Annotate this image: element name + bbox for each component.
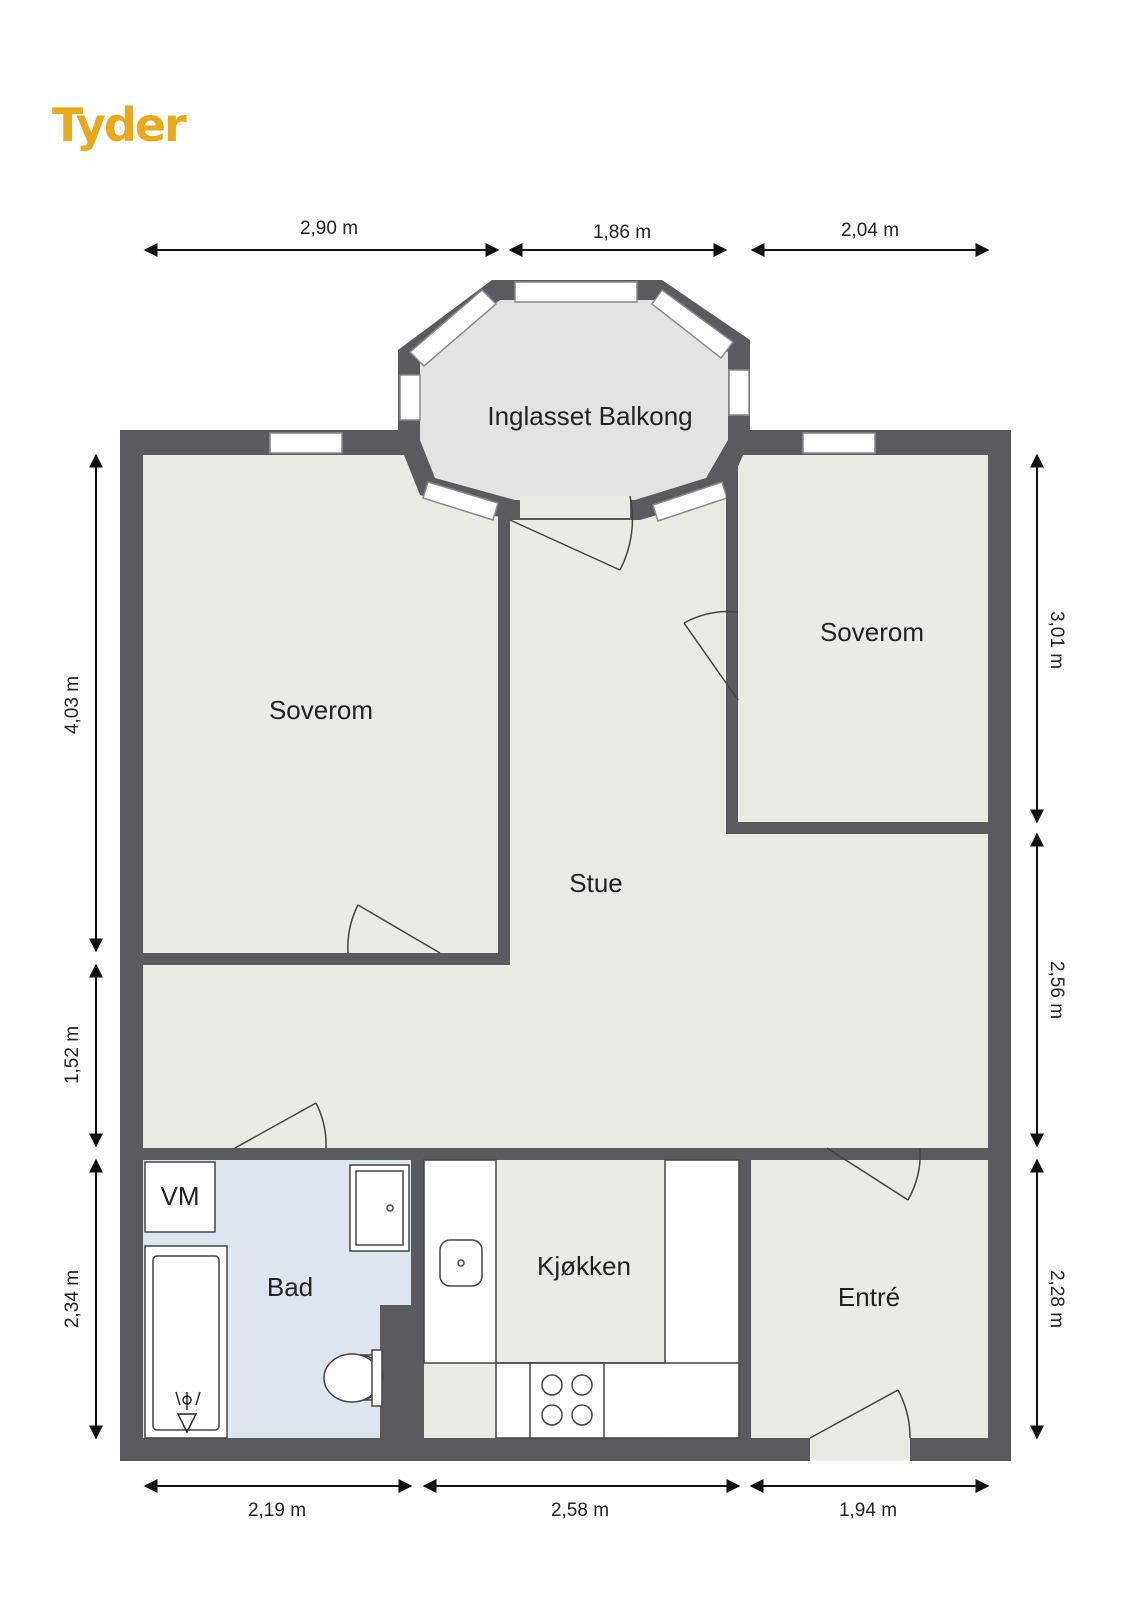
- dim-right-2: 2,56 m: [1046, 961, 1067, 1019]
- room-label-bath: Bad: [267, 1272, 313, 1302]
- stove: [529, 1362, 605, 1439]
- room-label-kitchen: Kjøkken: [537, 1251, 631, 1281]
- dim-bottom-1: 2,19 m: [248, 1500, 306, 1521]
- dim-right-3: 2,28 m: [1046, 1270, 1067, 1328]
- washer-box: [144, 1161, 216, 1233]
- dim-left-2: 1,52 m: [62, 1026, 83, 1084]
- bath-wall-chunk: [380, 1305, 412, 1438]
- room-label-entry: Entré: [838, 1282, 900, 1312]
- dim-right-1: 3,01 m: [1046, 611, 1067, 669]
- living-floor: [143, 455, 988, 1148]
- room-label-balcony: Inglasset Balkong: [487, 401, 692, 431]
- doors: [234, 495, 921, 1439]
- brand-logo: Tyder: [52, 98, 187, 152]
- dim-top-2: 1,86 m: [593, 222, 651, 243]
- bath-fixtures: [144, 1161, 410, 1439]
- balcony-floor: [420, 300, 728, 500]
- room-label-bedroom-right: Soverom: [820, 617, 924, 647]
- bedroom-left-floor: [143, 455, 498, 953]
- bedroom-right-floor: [738, 455, 988, 822]
- dim-bottom-2: 2,58 m: [551, 1500, 609, 1521]
- washer-label: VM: [161, 1181, 200, 1211]
- balcony-opening: [520, 496, 630, 518]
- dim-top-3: 2,04 m: [841, 220, 899, 241]
- dim-top-1: 2,90 m: [300, 218, 358, 239]
- dimension-arrows: [89, 243, 1044, 1493]
- room-label-living: Stue: [569, 868, 623, 898]
- drain-icon: [175, 1391, 201, 1434]
- dim-left-3: 2,34 m: [62, 1270, 83, 1328]
- kitchen-fixtures: [423, 1159, 740, 1439]
- entry-floor: [751, 1160, 988, 1438]
- room-label-bedroom-left: Soverom: [269, 695, 373, 725]
- dim-bottom-3: 1,94 m: [839, 1500, 897, 1521]
- windows: [269, 281, 876, 522]
- dim-left-1: 4,03 m: [62, 676, 83, 734]
